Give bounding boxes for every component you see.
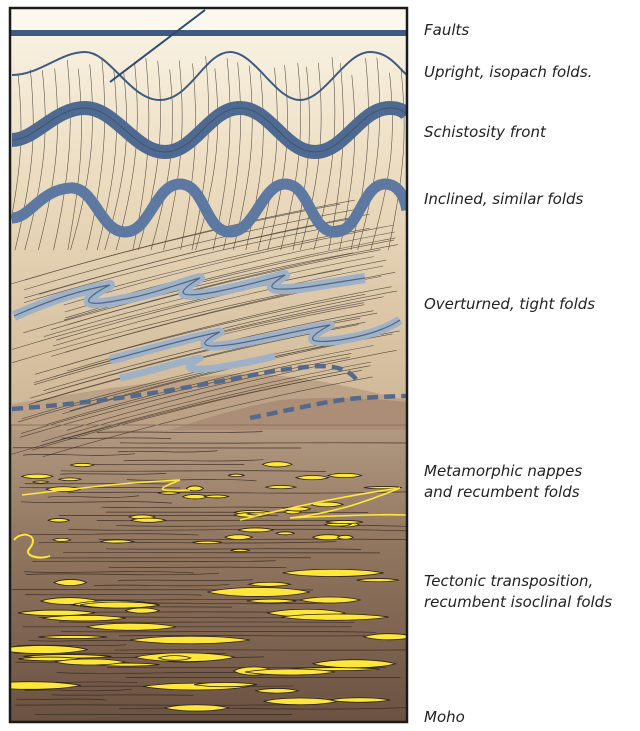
melt-lens <box>183 494 208 499</box>
melt-lens <box>276 532 294 535</box>
melt-lens <box>159 656 191 661</box>
melt-lens-large <box>245 669 335 675</box>
label-moho: Moho <box>424 707 465 728</box>
melt-lens <box>101 540 134 543</box>
melt-lens <box>238 528 273 532</box>
melt-lens <box>247 599 297 603</box>
melt-lens <box>193 541 222 544</box>
label-upright-folds: Upright, isopach folds. <box>424 62 592 83</box>
melt-lens <box>328 473 362 477</box>
melt-lens <box>357 579 399 582</box>
label-transposition-line2: recumbent isoclinal folds <box>424 592 612 613</box>
melt-lens <box>126 608 160 613</box>
surface-band <box>10 8 407 33</box>
melt-lens <box>158 492 179 495</box>
melt-lens <box>194 682 257 686</box>
melt-lens <box>296 475 329 479</box>
melt-lens <box>205 495 229 498</box>
melt-lens <box>337 535 353 539</box>
melt-lens <box>225 535 253 540</box>
melt-lens <box>53 538 71 541</box>
foliation-line <box>19 487 180 488</box>
melt-lens <box>228 474 244 477</box>
melt-lens <box>59 478 81 481</box>
label-nappes-line2: and recumbent folds <box>424 482 580 503</box>
label-transposition-line1: Tectonic transposition, <box>424 571 593 592</box>
melt-lens <box>266 486 296 489</box>
melt-lens <box>326 520 363 523</box>
melt-lens <box>18 610 95 616</box>
melt-lens <box>231 549 250 551</box>
melt-lens <box>33 481 48 483</box>
melt-lens <box>22 474 53 479</box>
label-inclined-folds: Inclined, similar folds <box>424 189 583 210</box>
label-schistosity-front: Schistosity front <box>424 122 546 143</box>
label-faults: Faults <box>424 20 469 41</box>
melt-lens <box>249 582 291 586</box>
melt-lens-large <box>55 659 125 665</box>
label-overturned-folds: Overturned, tight folds <box>424 294 595 315</box>
melt-lens <box>264 698 338 705</box>
melt-lens <box>42 615 126 621</box>
melt-lens-large <box>80 602 160 608</box>
melt-lens-large <box>330 698 390 703</box>
melt-lens <box>87 623 177 630</box>
label-nappes-line1: Metamorphic nappes <box>424 461 582 482</box>
melt-lens <box>165 705 229 711</box>
fault-horizontal <box>10 30 407 36</box>
melt-lens <box>131 518 165 522</box>
melt-lens <box>262 462 292 467</box>
melt-lens <box>38 635 107 638</box>
melt-lens <box>256 688 298 693</box>
melt-lens-large <box>300 597 360 603</box>
melt-lens <box>48 518 69 522</box>
melt-lens <box>281 614 389 620</box>
melt-lens <box>71 463 94 466</box>
melt-lens <box>54 579 87 585</box>
